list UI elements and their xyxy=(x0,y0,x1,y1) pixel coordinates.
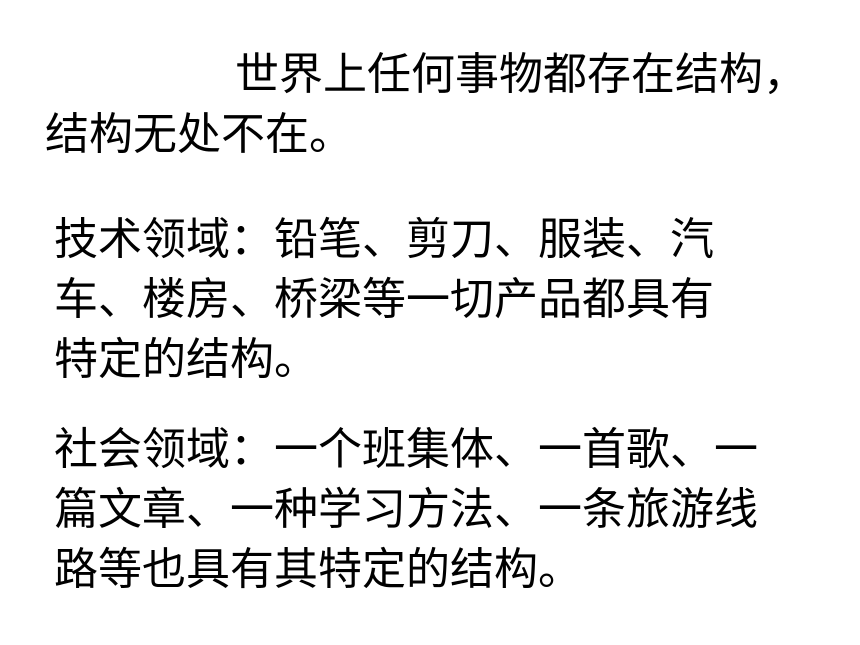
society-line-3: 路等也具有其特定的结构。 xyxy=(54,544,582,595)
technology-paragraph: 技术领域：铅笔、剪刀、服装、汽 车、楼房、桥梁等一切产品都具有 特定的结构。 xyxy=(54,210,714,390)
society-line-2: 篇文章、一种学习方法、一条旅游线 xyxy=(54,484,758,535)
intro-line-2: 结构无处不在。 xyxy=(45,109,353,160)
technology-line-2: 车、楼房、桥梁等一切产品都具有 xyxy=(54,274,714,325)
technology-line-3: 特定的结构。 xyxy=(54,334,318,385)
intro-paragraph: 世界上任何事物都存在结构， 结构无处不在。 xyxy=(45,45,807,165)
society-paragraph: 社会领域：一个班集体、一首歌、一 篇文章、一种学习方法、一条旅游线 路等也具有其… xyxy=(54,420,758,600)
intro-line-1: 世界上任何事物都存在结构， xyxy=(235,49,807,100)
technology-line-1: 技术领域：铅笔、剪刀、服装、汽 xyxy=(54,214,714,265)
society-line-1: 社会领域：一个班集体、一首歌、一 xyxy=(54,424,758,475)
